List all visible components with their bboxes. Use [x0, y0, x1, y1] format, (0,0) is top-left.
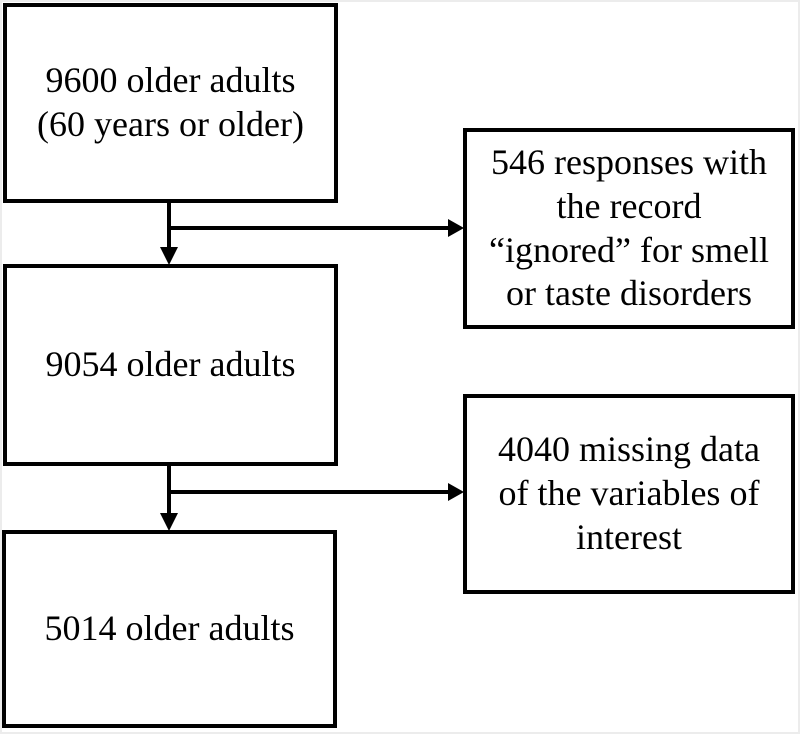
flow-box-after-first-exclusion: 9054 older adults	[3, 264, 338, 466]
connector-right-line-1	[167, 226, 449, 230]
exclusion-box-missing-data: 4040 missing data of the variables of in…	[463, 394, 795, 594]
flow-box-final-sample: 5014 older adults	[2, 530, 337, 728]
connector-down-line-1	[167, 203, 171, 248]
exclusion-box-missing-data-text: 4040 missing data of the variables of in…	[498, 429, 760, 557]
connector-right-line-2	[167, 490, 449, 494]
exclusion-box-ignored-records-text: 546 responses with the record “ignored” …	[489, 141, 769, 314]
flow-box-initial-sample-text: 9600 older adults (60 years or older)	[37, 60, 304, 144]
flow-box-final-sample-text: 5014 older adults	[44, 608, 295, 649]
arrow-right-icon-1	[448, 219, 464, 237]
arrow-right-icon-2	[448, 483, 464, 501]
arrow-down-icon-1	[160, 247, 178, 265]
exclusion-box-ignored-records: 546 responses with the record “ignored” …	[463, 128, 795, 329]
flow-box-after-first-exclusion-text: 9054 older adults	[45, 344, 296, 385]
flow-box-initial-sample: 9600 older adults (60 years or older)	[3, 3, 338, 203]
arrow-down-icon-2	[160, 513, 178, 531]
